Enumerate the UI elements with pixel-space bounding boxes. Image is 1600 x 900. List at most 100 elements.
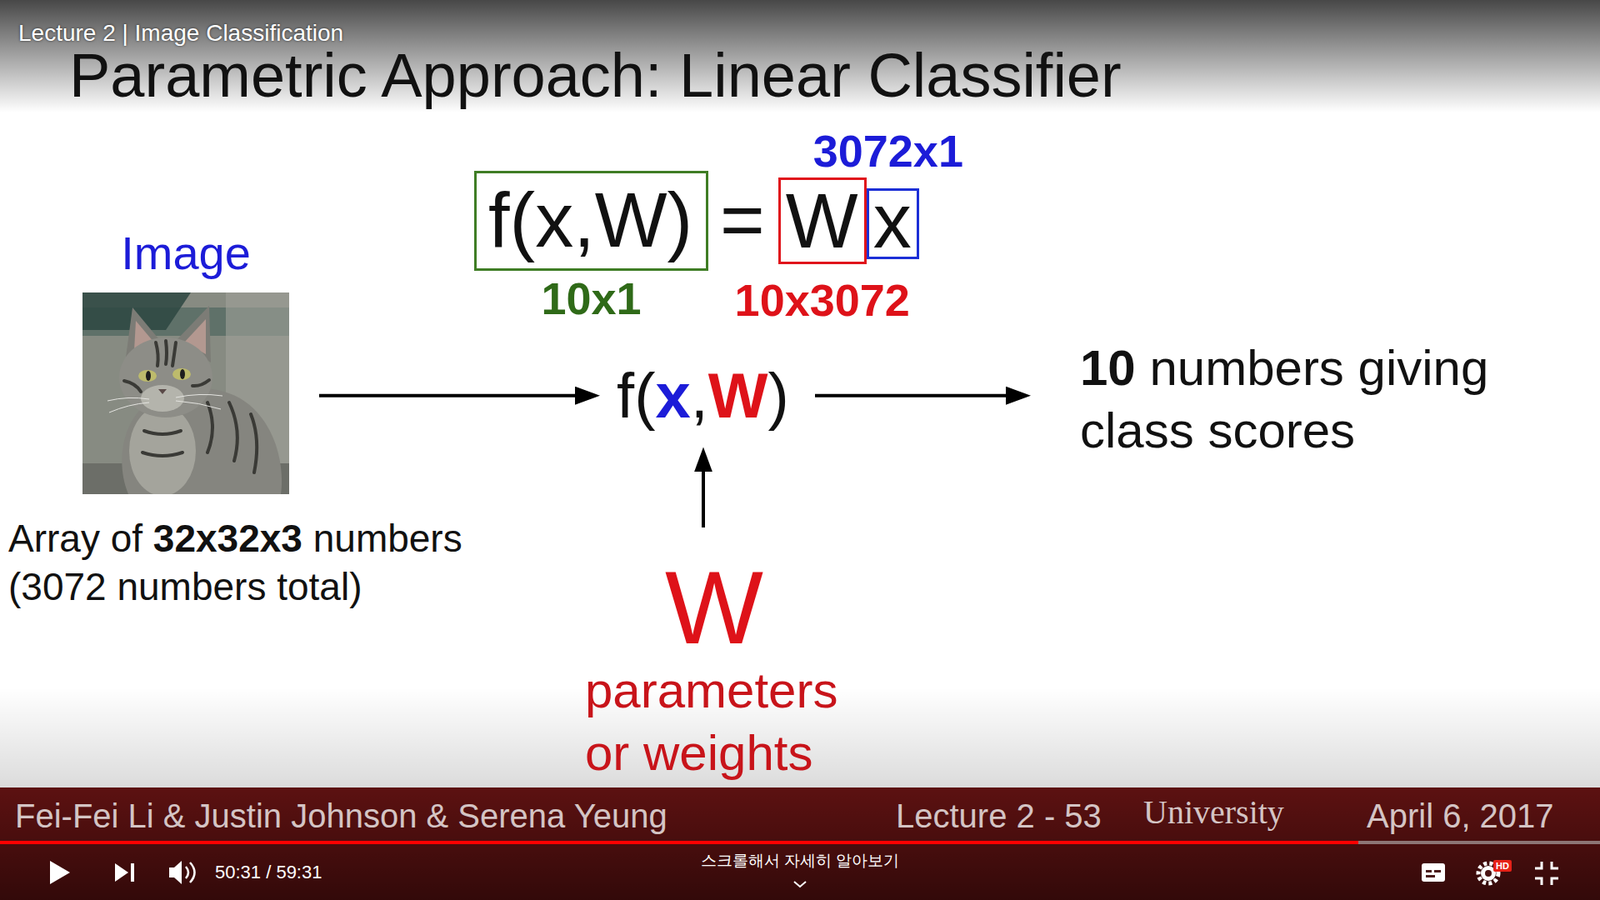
cat-stripe — [165, 340, 167, 365]
text-run — [1135, 340, 1150, 396]
text-run — [142, 516, 154, 560]
text-run: numbers — [116, 565, 266, 609]
fullscreen-corner — [1535, 861, 1542, 869]
footer-lecture: Lecture 2 - 53 — [895, 796, 1102, 835]
footer-university: University — [1143, 793, 1285, 832]
score-box: f(x,W) — [474, 170, 709, 271]
weights-description: parameters or weights — [585, 659, 869, 785]
weights-node: Wparameters or weights — [585, 555, 869, 785]
footer-authors: Fei-Fei Li & Justin Johnson & Serena Yeu… — [15, 796, 668, 835]
volume-wave — [185, 866, 189, 879]
cat-whisker — [107, 397, 150, 401]
cat-eye — [172, 368, 191, 380]
subtitles-icon-line — [1434, 870, 1441, 873]
text-run: (3072 — [8, 565, 107, 609]
fullscreen-corner — [1535, 878, 1542, 885]
cat-pupil — [180, 369, 185, 380]
flow-arrow — [319, 394, 579, 398]
image-heading: Image — [82, 226, 290, 280]
scroll-chevron — [794, 881, 806, 887]
weight-box: W — [778, 177, 867, 265]
text-run: ) — [768, 360, 790, 431]
hd-badge-ground — [1493, 860, 1512, 872]
text-run: of — [110, 516, 143, 560]
volume-icon — [169, 860, 182, 885]
footer-shade — [0, 787, 1600, 900]
player-top-shade — [0, 0, 1600, 113]
text-run — [100, 516, 111, 560]
text-run — [1194, 402, 1209, 459]
score-function: f(x,W) — [488, 176, 695, 265]
flow-arrow — [701, 468, 705, 528]
equals-sign: = — [720, 176, 765, 265]
weight-symbol: W — [785, 182, 860, 260]
scroll-hint: 스크롤해서 자세히 알아보기 — [700, 851, 900, 870]
fullscreen-exit-icon — [1535, 861, 1559, 885]
cat-stripe — [192, 380, 210, 386]
cat-muzzle — [140, 385, 185, 412]
text-run: , — [690, 360, 709, 431]
cat-head — [119, 337, 213, 418]
next-icon — [115, 863, 129, 882]
progress-track — [0, 840, 1600, 845]
input-box: x — [866, 188, 920, 260]
video-title: Lecture 2 | Image Classification — [18, 20, 344, 47]
footer-bar — [0, 787, 1600, 900]
hd-badge: HD — [1495, 860, 1510, 872]
dimension-label: 10x3072 — [735, 274, 910, 326]
text-run: class — [1080, 402, 1195, 459]
function-label: f(x,W) — [616, 359, 790, 432]
progress-played — [0, 840, 1359, 845]
cat-whisker — [175, 394, 223, 398]
text-run — [302, 516, 314, 560]
cat-stripe — [172, 342, 176, 366]
cat-stripe — [144, 430, 181, 435]
cat-pupil — [145, 370, 151, 381]
text-run: x — [655, 360, 690, 431]
cat-stripe — [124, 380, 141, 392]
text-run — [1344, 340, 1359, 396]
text-run: ( — [634, 360, 655, 431]
volume-wave — [190, 862, 195, 883]
cat-chest — [129, 405, 196, 495]
cat-stripe — [229, 402, 238, 461]
play-icon — [50, 860, 70, 885]
text-run — [265, 565, 277, 609]
text-run: Array — [8, 516, 100, 560]
text-run: f — [616, 360, 635, 431]
settings-gear-hole — [1485, 870, 1492, 877]
weights-symbol: W — [585, 555, 869, 660]
cat-stripe — [142, 452, 183, 456]
text-run: W — [708, 360, 769, 431]
text-run: giving — [1358, 340, 1490, 396]
subtitles-icon-line — [1425, 875, 1435, 878]
footer-date: April 6, 2017 — [1366, 796, 1555, 835]
cat-whiskers — [107, 394, 223, 413]
cat-nose — [158, 389, 167, 395]
cat-stripe — [155, 342, 159, 366]
text-run: 10 — [1080, 340, 1136, 396]
video-time: 50:31 / 59:31 — [215, 861, 322, 883]
text-run: scores — [1207, 402, 1355, 459]
fullscreen-corner — [1551, 878, 1559, 885]
input-symbol: x — [873, 192, 913, 250]
text-run: total) — [276, 565, 362, 609]
slide-title: Parametric Approach: Linear Classifier — [69, 41, 1122, 110]
function-node: f(x,W) — [616, 359, 790, 432]
text-run: 32x32x3 — [153, 516, 303, 560]
dimension-label: 3072x1 — [813, 125, 964, 177]
cat-photo — [82, 292, 290, 495]
dimension-label: 10x1 — [540, 272, 641, 325]
image-node: ImageArray of 32x32x3 numbers (3072 numb… — [82, 226, 290, 495]
fullscreen-corner — [1551, 861, 1559, 869]
text-run: numbers — [1149, 340, 1344, 396]
output-description: 10 numbers giving class scores — [1080, 336, 1547, 462]
cat-eye — [138, 370, 157, 382]
image-description: Array of 32x32x3 numbers (3072 numbers t… — [8, 515, 509, 611]
cat-whisker — [175, 400, 221, 410]
flow-arrow — [815, 394, 1010, 398]
subtitles-icon-line — [1425, 870, 1432, 873]
cat-whisker — [109, 402, 150, 413]
